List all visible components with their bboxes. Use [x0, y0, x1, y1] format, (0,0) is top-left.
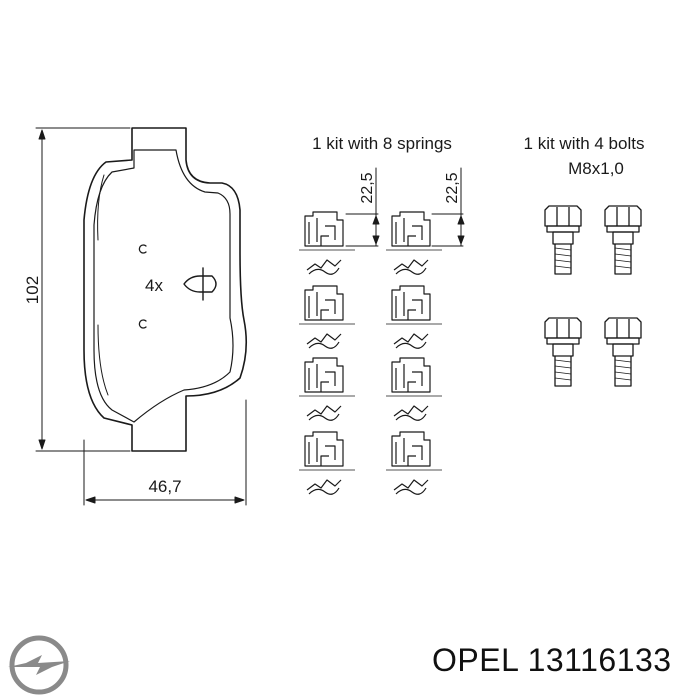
opel-blitz-logo-icon [8, 635, 70, 695]
pad-retainer-clip [183, 267, 217, 301]
brand-name: OPEL [432, 642, 519, 678]
spring-height-dimension-1 [345, 167, 380, 247]
bolt [604, 317, 642, 387]
footer-brand-line: OPEL 13116133 [432, 642, 672, 679]
spring-clip [386, 211, 442, 275]
spring-clip [299, 211, 355, 275]
spring-height-label-2: 22,5 [444, 172, 461, 203]
mounting-hole-top [138, 244, 147, 254]
width-label: 46,7 [148, 477, 181, 496]
part-number: 13116133 [527, 642, 672, 678]
pad-multiplier-label: 4x [145, 276, 163, 295]
bolt [544, 205, 582, 275]
spring-clip [299, 431, 355, 495]
spring-clip [299, 285, 355, 349]
spring-clip [386, 431, 442, 495]
spring-height-dimension-2 [431, 167, 465, 247]
height-dimension [35, 127, 131, 452]
bolt [604, 205, 642, 275]
bolt [544, 317, 582, 387]
spring-height-label-1: 22,5 [359, 172, 376, 203]
bolts-caption-line2: M8x1,0 [568, 159, 624, 178]
spring-clip [386, 357, 442, 421]
springs-caption: 1 kit with 8 springs [312, 134, 452, 153]
spring-clip [386, 285, 442, 349]
mounting-hole-bottom [138, 319, 147, 329]
spring-clip [299, 357, 355, 421]
brake-pad-outline [83, 127, 248, 452]
height-label: 102 [23, 276, 42, 304]
springs-grid [299, 211, 442, 495]
bolts-caption-line1: 1 kit with 4 bolts [524, 134, 645, 153]
bolts-grid [544, 205, 642, 387]
width-dimension [83, 399, 247, 506]
